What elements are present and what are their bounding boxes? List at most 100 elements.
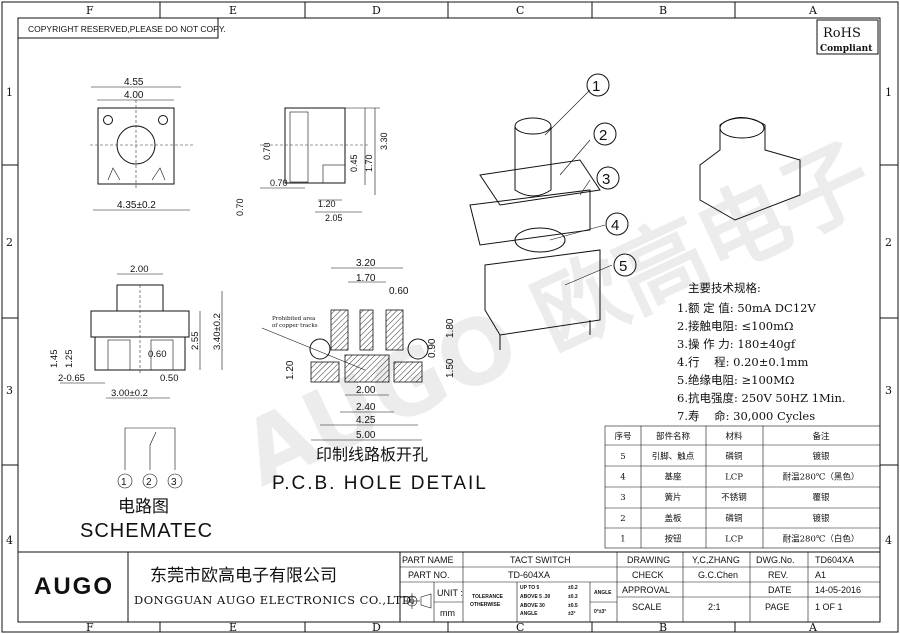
dim-label: 4.00	[124, 90, 144, 101]
callout-label: 5	[619, 258, 627, 275]
table-cell: 耐温280℃（黑色）	[783, 472, 860, 483]
table-cell: LCP	[725, 534, 743, 544]
pad	[344, 354, 390, 383]
company-name-en: DONGGUAN AUGO ELECTRONICS CO.,LTD.	[134, 593, 415, 607]
rohs-title: RoHS	[823, 26, 861, 41]
callout-label: 4	[611, 217, 619, 234]
dim-label: 2-0.65	[58, 373, 85, 384]
row-label: 2	[885, 236, 892, 249]
side-view: 0.70 0.70 0.70 1.20 2.05 0.45 1.70 3.30	[235, 107, 389, 223]
dim-label: 2.55	[190, 332, 201, 351]
label: CHECK	[632, 570, 664, 580]
title-block	[17, 551, 881, 623]
spec-item: 7.寿 命: 30,000 Cycles	[677, 409, 815, 423]
schematic: 1 2 3 电路图 SCHEMATEC	[80, 427, 212, 542]
column-label: B	[659, 621, 667, 634]
front-view: 2.00 2.55 3.40±0.2 1.45 1.25 0.60 0.50 2…	[49, 264, 223, 399]
label: ANGLE	[594, 590, 612, 596]
table-header: 备注	[812, 431, 830, 442]
dim-label: 1.50	[445, 358, 456, 378]
column-label: D	[372, 621, 381, 634]
dim-label: 4.35±0.2	[117, 200, 156, 211]
callout-label: 3	[602, 171, 610, 188]
table-cell: 基座	[664, 472, 682, 483]
table-header: 材料	[725, 431, 743, 442]
column-label: C	[516, 4, 524, 17]
dim-label: 4.55	[124, 77, 144, 88]
row-label: 3	[885, 384, 892, 397]
top-view: 4.55 4.00 4.35±0.2	[90, 77, 195, 211]
dim-label: 1.70	[356, 273, 376, 284]
pcb-title-en: P.C.B. HOLE DETAIL	[272, 473, 488, 494]
table-cell: 不锈钢	[721, 492, 747, 503]
column-labels-top: F E D C B A	[86, 4, 818, 17]
dim-label: 3.20	[356, 258, 376, 269]
table-cell: 耐温280℃（白色）	[783, 533, 860, 544]
date: 14-05-2016	[815, 585, 861, 595]
dim-label: 3.00±0.2	[111, 388, 148, 399]
rohs-badge: RoHS Compliant	[816, 19, 879, 55]
dim-label: 2.00	[356, 385, 376, 396]
column-label: A	[808, 621, 818, 634]
dim-label: 1.20	[318, 199, 336, 209]
dim-label: 3.30	[379, 132, 389, 150]
pad	[310, 361, 340, 383]
tolerance-value: ±0.5	[568, 603, 578, 609]
specs-title: 主要技术规格:	[688, 281, 761, 295]
pad	[330, 309, 349, 351]
table-cell: 覆银	[812, 492, 830, 503]
row-number: 1	[620, 534, 625, 544]
unit: mm	[440, 608, 455, 618]
page-number: 1 OF 1	[815, 602, 843, 612]
copyright-notice: COPYRIGHT RESERVED,PLEASE DO NOT COPY.	[28, 24, 226, 34]
checked-by: G.C.Chen	[698, 570, 738, 580]
pcb-hole-detail: 3.20 1.70 0.60 1.80 0.90 1.50 1.20 2.00 …	[261, 258, 488, 494]
column-label: E	[229, 621, 237, 634]
title-block-text: AUGO 东莞市欧高电子有限公司 DONGGUAN AUGO ELECTRONI…	[34, 555, 861, 618]
row-label: 4	[6, 534, 13, 547]
pin-label: 1	[121, 477, 127, 488]
specifications: 主要技术规格: 1.额 定 值: 50mA DC12V 2.接触电阻: ≤100…	[677, 281, 846, 423]
company-logo: AUGO	[34, 573, 114, 600]
pin-label: 2	[146, 477, 152, 488]
label: PART NAME	[402, 555, 454, 565]
label: UNIT :	[437, 588, 463, 598]
table-cell: 引脚、触点	[652, 451, 695, 462]
spec-item: 4.行 程: 0.20±0.1mm	[677, 355, 809, 369]
dim-label: 0.70	[262, 142, 272, 160]
pin-label: 3	[171, 477, 177, 488]
pad	[393, 361, 423, 383]
dim-label: 1.25	[64, 350, 75, 369]
label: REV.	[768, 570, 788, 580]
dim-label: 0.60	[389, 286, 409, 297]
column-label: C	[516, 621, 524, 634]
column-label: D	[372, 4, 381, 17]
row-label: 1	[6, 86, 13, 99]
tolerance-range: UP TO 5	[520, 585, 539, 591]
column-label: E	[229, 4, 237, 17]
label: PART NO.	[408, 570, 450, 580]
row-label: 3	[6, 384, 13, 397]
tolerance-value: ±3°	[568, 611, 576, 617]
column-label: A	[808, 4, 818, 17]
dim-label: 0.60	[148, 349, 167, 360]
exploded-view	[469, 89, 801, 350]
label: DWG.No.	[756, 555, 795, 565]
tolerance-range: ABOVE 5 .30	[520, 594, 551, 600]
dim-label: 1.20	[285, 360, 296, 380]
table-cell: 磷铜	[725, 513, 742, 524]
label: TOLERANCE	[472, 594, 504, 600]
dim-label: 1.80	[445, 318, 456, 338]
label: PAGE	[765, 602, 789, 612]
label: DRAWING	[627, 555, 670, 565]
projection-symbol-icon	[404, 593, 432, 609]
row-number: 4	[620, 473, 625, 483]
column-label: B	[659, 4, 667, 17]
label: APPROVAL	[622, 585, 670, 595]
dim-label: 2.05	[325, 213, 343, 223]
table-cell: LCP	[725, 473, 743, 483]
callout-label: 1	[592, 78, 600, 95]
label: DATE	[768, 585, 791, 595]
revision: A1	[815, 570, 826, 580]
